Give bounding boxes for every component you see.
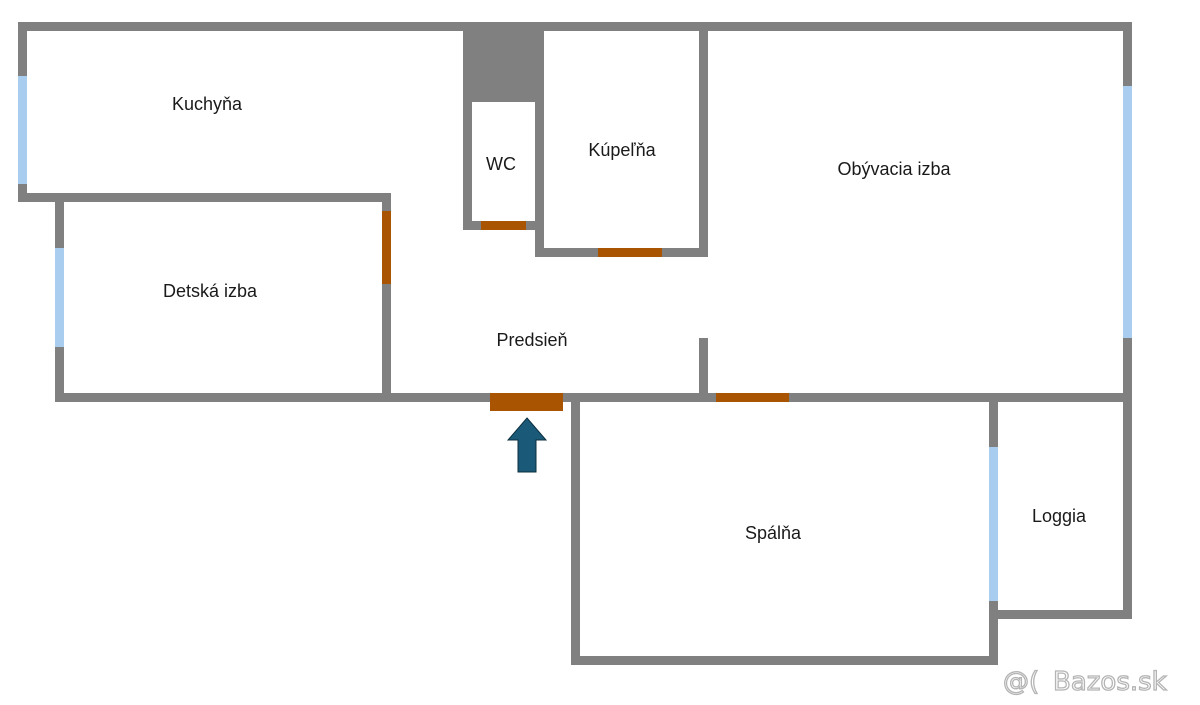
windows bbox=[18, 76, 1132, 601]
door-bathroom bbox=[598, 248, 662, 257]
window-kids-room bbox=[55, 248, 64, 347]
window-bedroom bbox=[989, 447, 998, 601]
room-label-living-room: Obývacia izba bbox=[837, 159, 951, 179]
window-living-room bbox=[1123, 86, 1132, 338]
wall-kitchen-bottom bbox=[18, 193, 391, 202]
door-wc bbox=[481, 221, 526, 230]
room-label-kids-room: Detská izba bbox=[163, 281, 258, 301]
room-label-hallway: Predsieň bbox=[496, 330, 567, 350]
wall-wc-left bbox=[463, 26, 472, 230]
room-label-kitchen: Kuchyňa bbox=[172, 94, 243, 114]
walls bbox=[18, 22, 1132, 665]
door-bedroom bbox=[716, 393, 789, 402]
wall-loggia-bottom bbox=[989, 610, 1132, 619]
wall-top bbox=[18, 22, 1132, 31]
room-label-bedroom: Spálňa bbox=[745, 523, 802, 543]
door-entrance bbox=[490, 393, 563, 411]
room-label-loggia: Loggia bbox=[1032, 506, 1087, 526]
wall-kids-right bbox=[382, 193, 391, 402]
room-label-wc: WC bbox=[486, 154, 516, 174]
installation-shaft bbox=[463, 26, 544, 102]
wall-main-bottom bbox=[55, 393, 1132, 402]
wall-bedroom-left bbox=[571, 393, 580, 665]
wall-wc-right bbox=[535, 26, 544, 257]
room-label-bathroom: Kúpeľňa bbox=[588, 140, 656, 160]
entrance-arrow-icon bbox=[506, 417, 548, 473]
wall-bathroom-right bbox=[699, 26, 708, 257]
window-kitchen bbox=[18, 76, 27, 184]
watermark-text: Bazos.sk bbox=[1053, 667, 1167, 697]
doors bbox=[382, 211, 789, 411]
door-kids-room bbox=[382, 211, 391, 284]
wall-bedroom-bottom bbox=[571, 656, 998, 665]
watermark-logo: @( bbox=[1003, 667, 1039, 697]
wall-living-stub bbox=[699, 338, 708, 402]
